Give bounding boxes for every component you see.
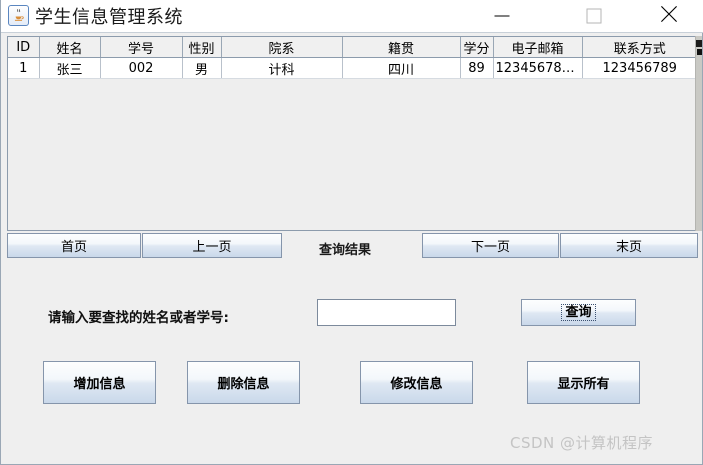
column-header-department[interactable]: 院系 [221,37,343,58]
window-title: 学生信息管理系统 [35,7,183,28]
last-page-button[interactable]: 末页 [560,233,698,258]
cell-studentno: 002 [100,57,183,79]
close-icon [660,5,679,28]
column-header-name[interactable]: 姓名 [39,37,101,58]
edit-info-button[interactable]: 修改信息 [360,361,473,404]
column-header-credits[interactable]: 学分 [460,37,494,58]
column-header-gender[interactable]: 性别 [182,37,222,58]
table-row[interactable]: 1 张三 002 男 计科 四川 89 123456789@... 123456… [8,57,697,79]
table-vertical-scrollbar[interactable] [695,36,702,231]
next-page-button[interactable]: 下一页 [422,233,559,258]
first-page-button[interactable]: 首页 [7,233,141,258]
search-label: 请输入要查找的姓名或者学号: [48,310,229,326]
cell-gender: 男 [182,57,222,79]
search-input[interactable] [317,299,456,326]
java-coffee-cup-icon [8,5,29,26]
column-header-id[interactable]: ID [8,37,40,58]
scrollbar-thumb[interactable] [696,40,702,47]
cell-name: 张三 [39,57,101,79]
student-table: ID 姓名 学号 性别 院系 籍贯 学分 电子邮箱 联系方式 1 张三 002 … [8,37,697,79]
show-all-button[interactable]: 显示所有 [527,361,640,404]
previous-page-button[interactable]: 上一页 [142,233,282,258]
cell-id: 1 [8,57,40,79]
student-table-panel[interactable]: ID 姓名 学号 性别 院系 籍贯 学分 电子邮箱 联系方式 1 张三 002 … [7,36,698,231]
maximize-icon [586,8,602,24]
title-bar: 学生信息管理系统 [1,0,703,33]
cell-email: 123456789@... [493,57,583,79]
cell-credits: 89 [460,57,494,79]
delete-info-button[interactable]: 删除信息 [187,361,300,404]
csdn-watermark: CSDN @计算机程序 [510,434,654,452]
search-button-label: 查询 [561,304,596,321]
column-header-contact[interactable]: 联系方式 [582,37,697,58]
cell-department: 计科 [221,57,343,79]
close-button[interactable] [646,0,692,32]
query-result-label: 查询结果 [319,243,372,258]
column-header-studentno[interactable]: 学号 [100,37,183,58]
add-info-button[interactable]: 增加信息 [43,361,156,404]
cell-contact: 123456789 [582,57,697,79]
table-header-row: ID 姓名 学号 性别 院系 籍贯 学分 电子邮箱 联系方式 [8,37,697,58]
column-header-hometown[interactable]: 籍贯 [342,37,461,58]
minimize-button[interactable] [479,0,525,32]
search-button[interactable]: 查询 [521,299,636,326]
maximize-button[interactable] [571,0,617,32]
cell-hometown: 四川 [342,57,461,79]
minimize-icon [494,15,510,17]
column-header-email[interactable]: 电子邮箱 [493,37,583,58]
scrollbar-thumb-secondary[interactable] [697,49,702,55]
